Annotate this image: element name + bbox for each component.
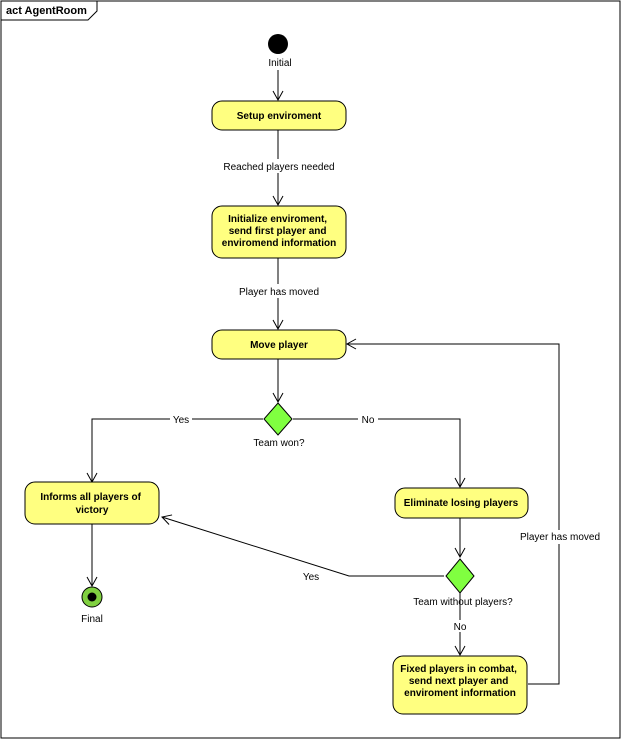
edge-label-moved-1: Player has moved: [239, 287, 319, 298]
action-move-player: Move player: [211, 329, 347, 360]
edge-teamwon-eliminate: [293, 418, 466, 489]
action-eliminate-losing-players: Eliminate losing players: [394, 487, 529, 519]
action-informs-line-2: victory: [76, 505, 109, 516]
decision-team-without-label: Team without players?: [413, 597, 513, 608]
decision-team-without-players: Team without players?: [413, 558, 513, 608]
edge-label-no-1: No: [362, 415, 375, 426]
diagram-title: act AgentRoom: [6, 5, 87, 17]
action-initialize-enviroment: Initialize enviroment, send first player…: [211, 205, 347, 259]
edge-label-moved-2: Player has moved: [520, 532, 600, 543]
action-setup-line-1: Setup enviroment: [237, 111, 322, 122]
frame-title-tab: [1, 1, 98, 21]
decision-team-won: Team won?: [253, 402, 305, 449]
initial-label: Initial: [268, 58, 291, 69]
action-fixed-line-2: send next player and: [409, 676, 508, 687]
edge-fixed-move: [345, 338, 560, 685]
edge-label-reached: Reached players needed: [223, 162, 334, 173]
edge-label-yes-2: Yes: [303, 572, 319, 583]
svg-text:Fixed players in combat,: Fixed players in combat, send next playe…: [400, 664, 520, 699]
svg-text:Move player: Move player: [250, 340, 308, 351]
initial-node: Initial: [268, 34, 292, 69]
edge-labels: Reached players needed Player has moved …: [170, 159, 606, 633]
svg-text:Setup enviroment: Setup enviroment: [237, 111, 322, 122]
svg-text:Initialize enviroment, s: Initialize enviroment, send first player…: [222, 214, 336, 249]
action-informs-victory: Informs all players of victory: [24, 481, 160, 525]
action-informs-line-1: Informs all players of: [40, 492, 141, 503]
svg-text:Informs all players of v: Informs all players of victory: [40, 492, 143, 516]
action-move-line-1: Move player: [250, 340, 308, 351]
action-eliminate-line-1: Eliminate losing players: [404, 498, 519, 509]
action-initialize-line-3: enviromend information: [222, 238, 336, 249]
decision-team-won-label: Team won?: [253, 438, 305, 449]
action-fixed-line-1: Fixed players in combat,: [400, 664, 517, 675]
action-initialize-line-2: send first player and: [229, 226, 327, 237]
action-setup-enviroment: Setup enviroment: [211, 100, 347, 131]
action-fixed-players: Fixed players in combat, send next playe…: [392, 655, 528, 715]
edge-teamwithout-informs: [161, 514, 444, 577]
final-node: Final: [81, 586, 103, 625]
edge-teamwon-informs: [86, 418, 263, 484]
edge-label-no-2: No: [454, 622, 467, 633]
action-initialize-line-1: Initialize enviroment,: [228, 214, 327, 225]
action-fixed-line-3: enviroment information: [404, 688, 516, 699]
edges: [86, 70, 560, 685]
edge-label-yes-1: Yes: [173, 415, 189, 426]
svg-text:Eliminate losing players: Eliminate losing players: [404, 498, 519, 509]
final-label: Final: [81, 614, 103, 625]
